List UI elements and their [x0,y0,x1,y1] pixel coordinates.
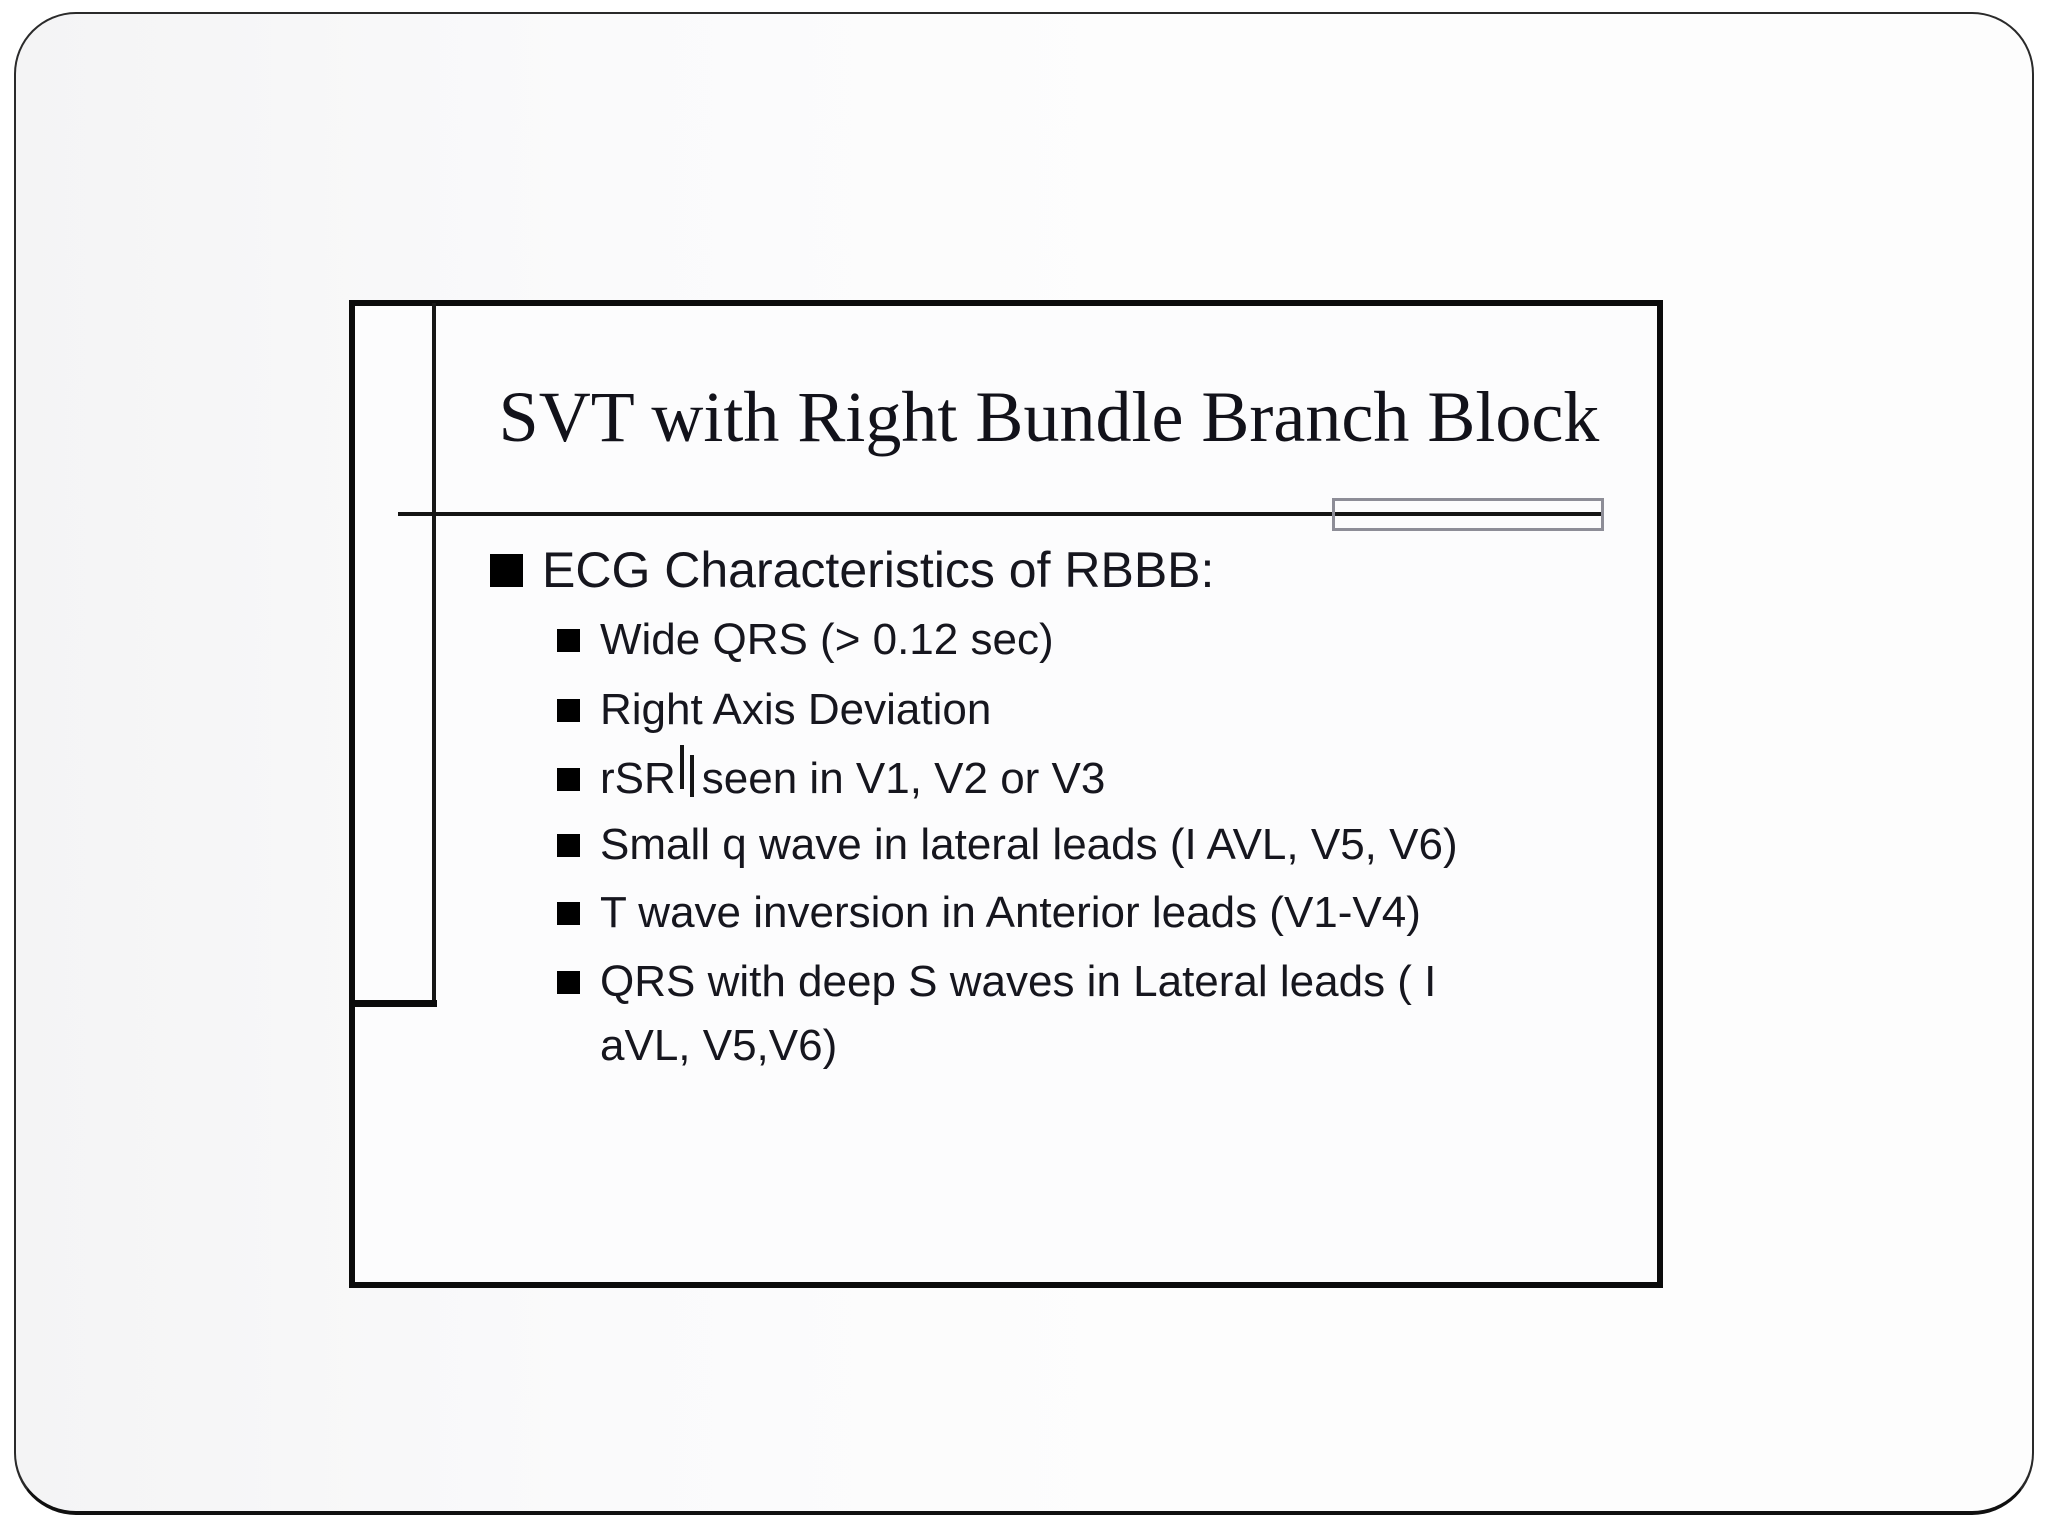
bullet-row: Right Axis Deviation [557,678,991,742]
bullet-square-icon [490,553,523,587]
bullet-text-pre: rSR [600,754,676,803]
bullet-square-icon [557,901,580,925]
bullet-row: T wave inversion in Anterior leads (V1-V… [557,881,1421,945]
title-underline-rule [398,512,1601,516]
bullet-row-continuation: aVL, V5,V6) [600,1014,837,1078]
bullet-square-icon [557,970,580,994]
bullet-square-icon [557,628,580,652]
slide-content-box [349,300,1663,1288]
bullet-row: Wide QRS (> 0.12 sec) [557,608,1054,672]
bullet-row: QRS with deep S waves in Lateral leads (… [557,950,1436,1014]
cursor-bar [679,745,684,789]
bullet-text: Right Axis Deviation [600,685,992,734]
bullet-text: Wide QRS (> 0.12 sec) [600,615,1054,664]
bullet-row-heading: ECG Characteristics of RBBB: [490,538,1214,602]
bullet-square-icon [557,767,580,791]
left-column-bottom-step [352,1000,437,1007]
cursor-bar [689,755,694,797]
bullet-square-icon [557,698,580,722]
placeholder-handle-box [1332,498,1604,531]
bullet-text: QRS with deep S waves in Lateral leads (… [600,957,1437,1006]
bullet-text: Small q wave in lateral leads (I AVL, V5… [600,820,1458,869]
slide-title: SVT with Right Bundle Branch Block [498,377,1600,457]
bullet-text: ECG Characteristics of RBBB: [542,542,1215,598]
bullet-row: Small q wave in lateral leads (I AVL, V5… [557,813,1458,877]
bullet-text-post: seen in V1, V2 or V3 [701,754,1106,803]
left-column-vertical-line [432,303,436,1003]
bullet-text: T wave inversion in Anterior leads (V1-V… [600,888,1421,937]
text-cursor-ibeam-icon [676,745,702,801]
bullet-square-icon [557,833,580,857]
bullet-text: aVL, V5,V6) [600,1021,838,1070]
bullet-row-rsr: rSR seen in V1, V2 or V3 [557,745,1106,811]
